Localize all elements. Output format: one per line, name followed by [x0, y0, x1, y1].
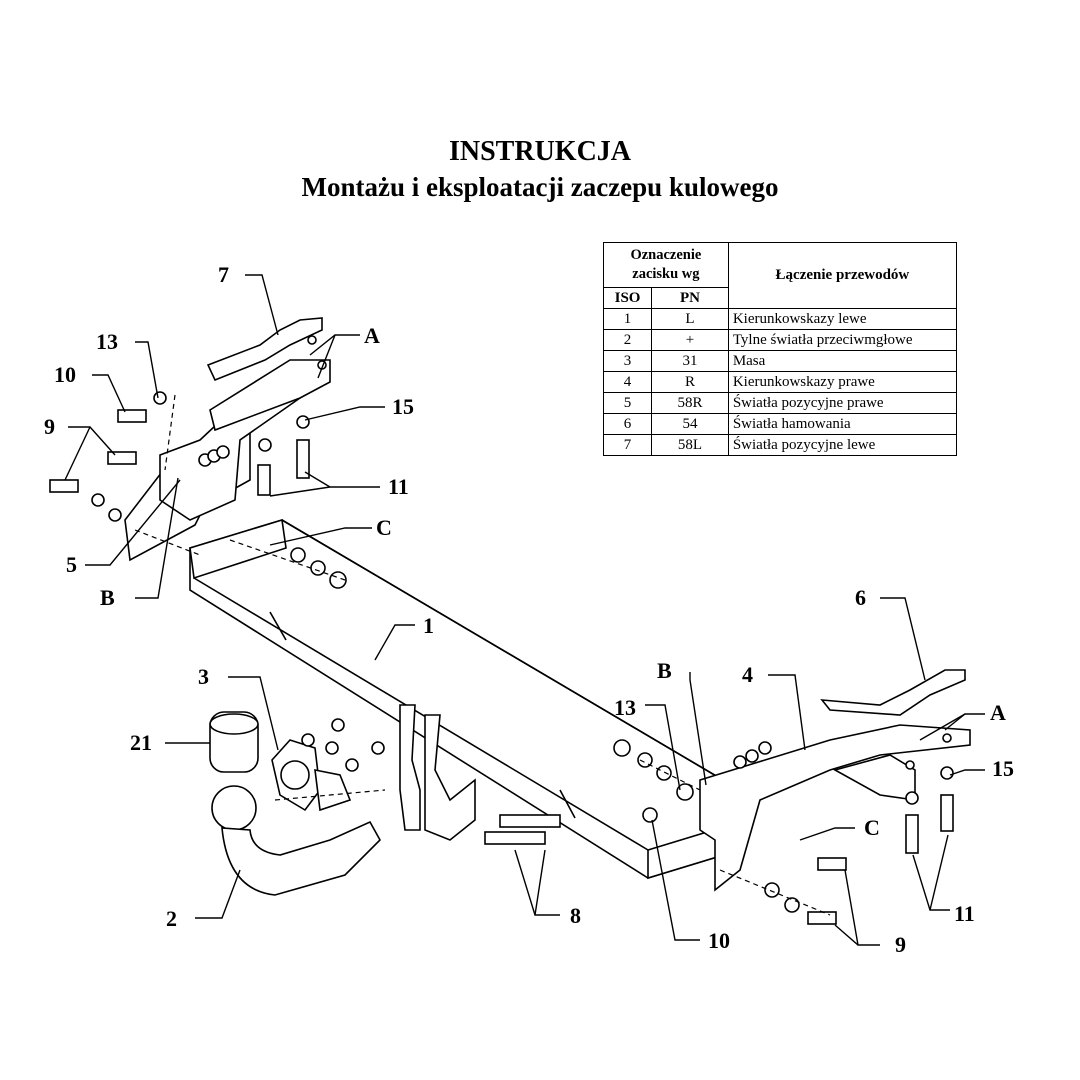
- cell-pn: 58R: [651, 392, 729, 414]
- right-bracket-part: [699, 669, 971, 892]
- left-top-clamp-part: [206, 317, 327, 382]
- callout-15-left: 15: [392, 394, 414, 419]
- callout-C-left: C: [376, 515, 392, 540]
- callout-9-right: 9: [895, 932, 906, 957]
- header-iso: ISO: [602, 287, 653, 309]
- cell-desc: Światła pozycyjne lewe: [727, 434, 958, 456]
- callout-10-left: 10: [54, 362, 76, 387]
- callout-11-left: 11: [388, 474, 409, 499]
- cell-pn: 31: [651, 350, 729, 372]
- callout-1: 1: [423, 613, 434, 638]
- callout-13-right: 13: [614, 695, 636, 720]
- callout-leaders: [64, 274, 985, 946]
- callout-6: 6: [855, 585, 866, 610]
- table-row: 2+Tylne światła przeciwmgłowe: [602, 329, 958, 351]
- cell-pn: 54: [651, 413, 729, 435]
- header-designation: Oznaczenie zacisku wg: [603, 242, 729, 288]
- callout-8: 8: [570, 903, 581, 928]
- callout-4: 4: [742, 662, 753, 687]
- callout-2: 2: [166, 906, 177, 931]
- callout-B-left: B: [100, 585, 115, 610]
- cell-desc: Światła hamowania: [727, 413, 958, 435]
- wiring-table: Oznaczenie zacisku wg Łączenie przewodów…: [602, 242, 958, 456]
- assembly-guide-lines: [134, 394, 831, 916]
- callout-3: 3: [198, 664, 209, 689]
- header-connection: Łączenie przewodów: [727, 242, 958, 309]
- callout-7: 7: [218, 262, 229, 287]
- cell-pn: 58L: [651, 434, 729, 456]
- cell-desc: Kierunkowskazy prawe: [727, 371, 958, 393]
- document-subtitle: Montażu i eksploatacji zaczepu kulowego: [301, 172, 779, 202]
- callout-A-left: A: [364, 323, 380, 348]
- callout-C-right: C: [864, 815, 880, 840]
- hitch-mount-plates: [399, 704, 476, 841]
- callout-A-right: A: [990, 700, 1006, 725]
- callout-9-left: 9: [44, 414, 55, 439]
- document-title: INSTRUKCJA: [448, 136, 632, 167]
- cell-iso: 1: [602, 308, 653, 330]
- callout-21: 21: [130, 730, 152, 755]
- table-subheader-row: ISO PN: [602, 287, 957, 309]
- cell-desc: Światła pozycyjne prawe: [727, 392, 958, 414]
- cell-iso: 7: [602, 434, 653, 456]
- callout-11-right: 11: [954, 901, 975, 926]
- tow-ball-part: [209, 711, 381, 896]
- callout-13-left: 13: [96, 329, 118, 354]
- callout-5: 5: [66, 552, 77, 577]
- table-header-row: Oznaczenie zacisku wg Łączenie przewodów: [603, 242, 958, 309]
- callout-10-right: 10: [708, 928, 730, 953]
- fastener-set: [49, 391, 954, 925]
- callout-15-right: 15: [992, 756, 1014, 781]
- callout-B-right: B: [657, 658, 672, 683]
- socket-plate-part: [271, 739, 352, 812]
